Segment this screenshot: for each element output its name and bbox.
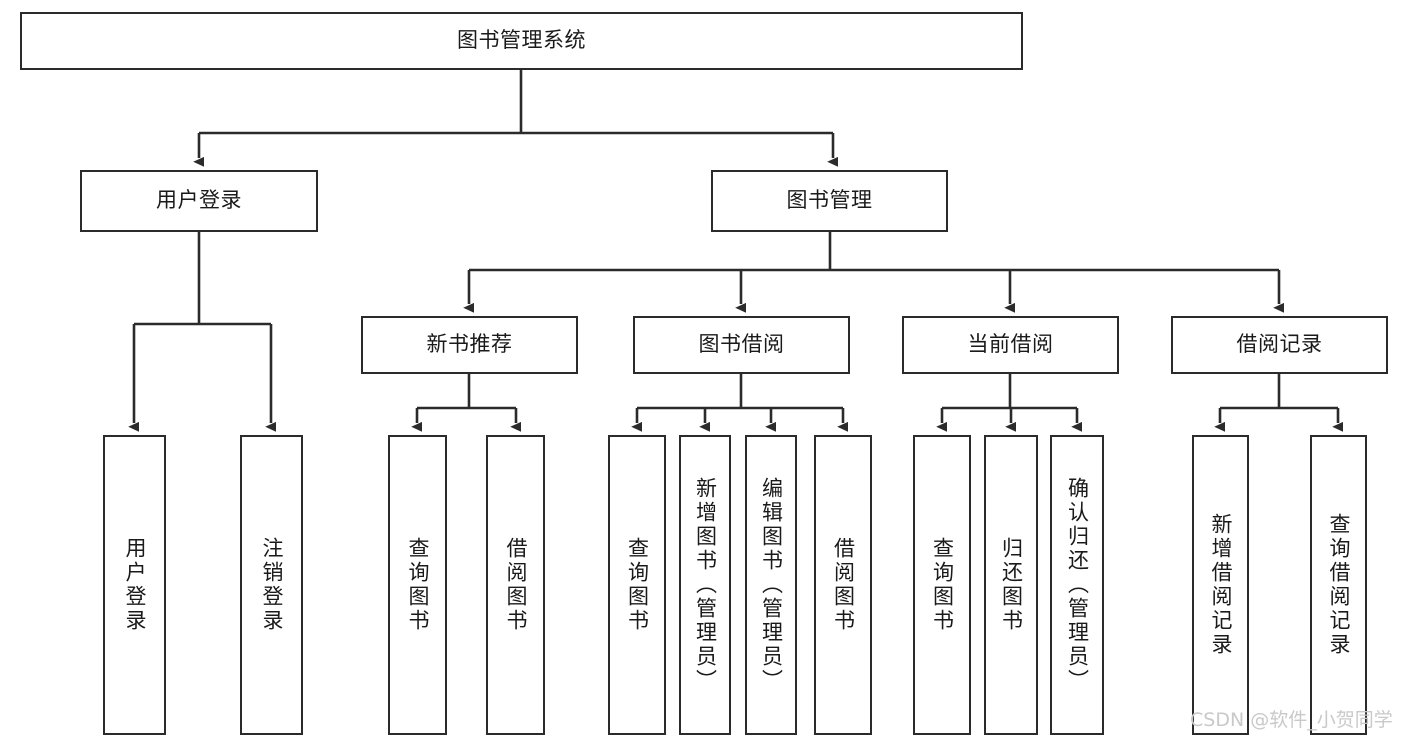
leaf-query-book-borrow-label: 查询图书 [625, 537, 650, 633]
csdn-watermark: CSDN @软件_小贺同学 [1190, 709, 1393, 731]
leaf-user-logout-label: 注销登录 [260, 537, 284, 633]
leaf-query-book-recommend[interactable]: 查询图书 [388, 435, 447, 735]
leaf-borrow-book-label: 借阅图书 [831, 537, 856, 633]
leaf-add-borrow-record-label: 新增借阅记录 [1209, 513, 1233, 657]
leaf-query-book-current[interactable]: 查询图书 [913, 435, 971, 735]
leaf-borrow-book[interactable]: 借阅图书 [814, 435, 872, 735]
leaf-add-book[interactable]: 新增图书（管理员） [679, 435, 731, 735]
leaf-query-book-recommend-label: 查询图书 [406, 537, 430, 633]
node-user-login-label: 用户登录 [156, 188, 242, 213]
leaf-query-book-current-label: 查询图书 [930, 537, 955, 633]
leaf-return-book[interactable]: 归还图书 [984, 435, 1038, 735]
leaf-user-login-label: 用户登录 [123, 537, 147, 633]
leaf-query-borrow-record-label: 查询借阅记录 [1327, 513, 1351, 657]
node-root-label: 图书管理系统 [457, 28, 586, 53]
leaf-query-borrow-record[interactable]: 查询借阅记录 [1310, 435, 1367, 735]
node-book-borrow[interactable]: 图书借阅 [633, 316, 850, 374]
node-new-book-recommend[interactable]: 新书推荐 [361, 316, 578, 374]
leaf-add-book-label: 新增图书（管理员） [693, 477, 718, 693]
node-borrow-record[interactable]: 借阅记录 [1171, 316, 1388, 374]
node-borrow-record-label: 借阅记录 [1236, 332, 1323, 357]
node-root[interactable]: 图书管理系统 [20, 12, 1023, 70]
leaf-confirm-return-label: 确认归还（管理员） [1065, 477, 1090, 693]
leaf-add-borrow-record[interactable]: 新增借阅记录 [1192, 435, 1249, 735]
leaf-user-login[interactable]: 用户登录 [103, 435, 166, 735]
node-current-borrow[interactable]: 当前借阅 [902, 316, 1119, 374]
leaf-query-book-borrow[interactable]: 查询图书 [608, 435, 666, 735]
leaf-user-logout[interactable]: 注销登录 [240, 435, 303, 735]
node-book-manage[interactable]: 图书管理 [711, 170, 948, 232]
node-new-book-recommend-label: 新书推荐 [426, 332, 513, 357]
leaf-edit-book-label: 编辑图书（管理员） [759, 477, 784, 693]
leaf-edit-book[interactable]: 编辑图书（管理员） [745, 435, 797, 735]
leaf-return-book-label: 归还图书 [999, 537, 1024, 633]
leaf-borrow-book-recommend-label: 借阅图书 [504, 537, 528, 633]
leaf-confirm-return[interactable]: 确认归还（管理员） [1050, 435, 1104, 735]
node-book-manage-label: 图书管理 [786, 188, 873, 213]
node-book-borrow-label: 图书借阅 [698, 332, 785, 357]
node-user-login[interactable]: 用户登录 [80, 170, 318, 232]
leaf-borrow-book-recommend[interactable]: 借阅图书 [486, 435, 545, 735]
node-current-borrow-label: 当前借阅 [967, 332, 1054, 357]
